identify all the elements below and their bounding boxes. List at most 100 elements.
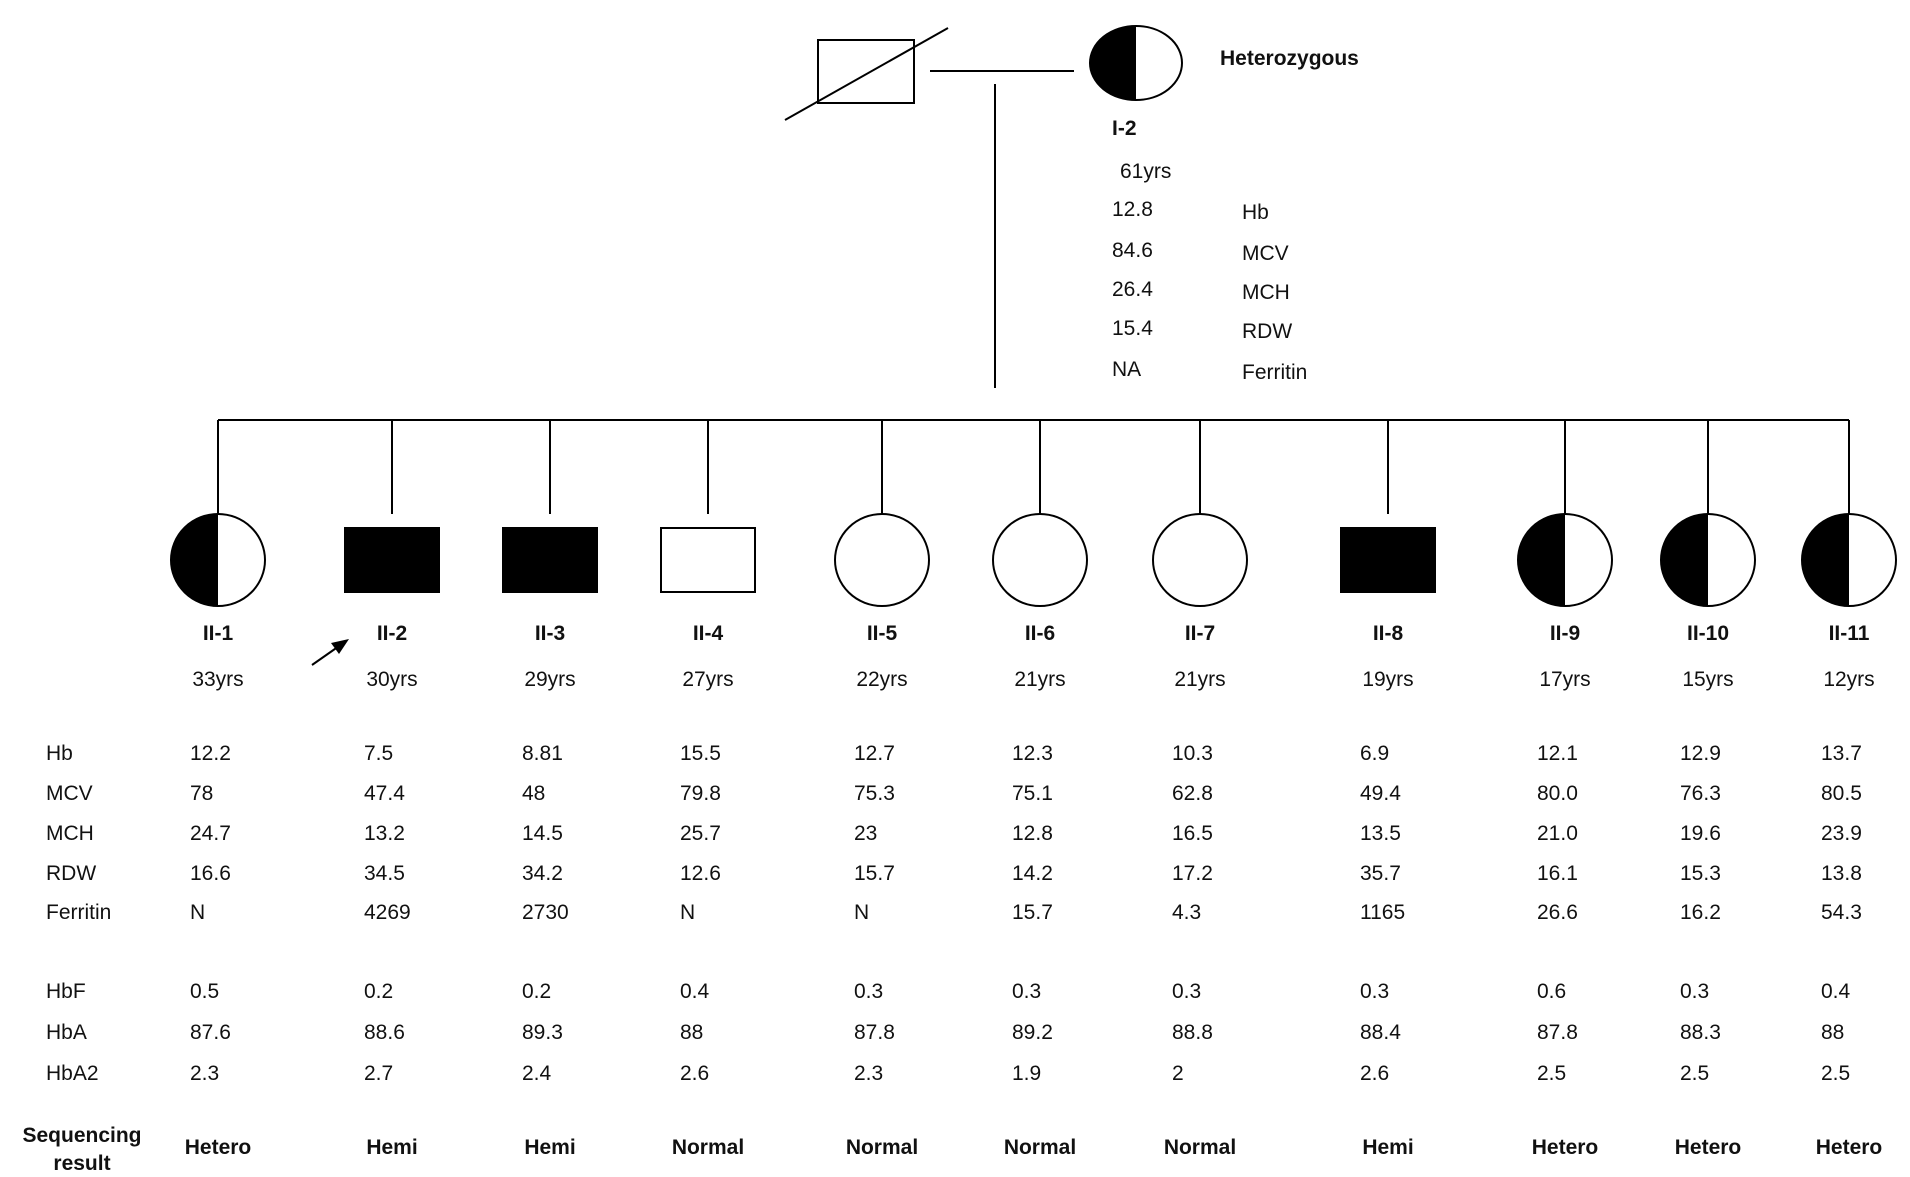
individual-id-ii-10: II-10 [1687,622,1729,645]
symbol-female-ii-6 [992,513,1088,607]
value-mcv-ii-1: 78 [190,782,213,805]
value-hba2-ii-7: 2 [1172,1062,1184,1085]
value-hba2-ii-5: 2.3 [854,1062,883,1085]
value-ferritin-ii-2: 4269 [364,901,411,924]
value-hba2-ii-9: 2.5 [1537,1062,1566,1085]
value-mch-ii-2: 13.2 [364,822,405,845]
symbol-female-ii-5 [834,513,930,607]
value-rdw-ii-6: 14.2 [1012,862,1053,885]
value-hba2-ii-2: 2.7 [364,1062,393,1085]
value-hbf-ii-2: 0.2 [364,980,393,1003]
value-hbf-ii-11: 0.4 [1821,980,1851,1003]
individual-id-ii-11: II-11 [1829,622,1870,645]
row-label-hba: HbA [46,1021,87,1044]
age-ii-2: 30yrs [366,668,417,691]
value-ferritin-ii-8: 1165 [1360,901,1405,924]
row-label-hb: Hb [46,742,73,765]
row-label-mch: MCH [46,822,94,845]
mother-value-ferritin: NA [1112,358,1141,381]
value-hba2-ii-11: 2.5 [1821,1062,1850,1085]
value-mcv-ii-9: 80.0 [1537,782,1578,805]
value-ferritin-ii-10: 16.2 [1680,901,1721,924]
mother-value-mcv: 84.6 [1112,239,1153,262]
value-ferritin-ii-5: N [854,901,869,924]
value-rdw-ii-3: 34.2 [522,862,563,885]
value-mch-ii-8: 13.5 [1360,822,1401,845]
mother-label-mch: MCH [1242,281,1290,304]
row-label-ferritin: Ferritin [46,901,111,924]
value-ferritin-ii-11: 54.3 [1821,901,1862,924]
value-hb-ii-1: 12.2 [190,742,231,765]
value-hbf-ii-5: 0.3 [854,980,883,1003]
value-hba2-ii-10: 2.5 [1680,1062,1709,1085]
individual-id-ii-7: II-7 [1185,622,1215,645]
symbol-male-ii-8 [1340,527,1436,593]
age-ii-4: 27yrs [682,668,733,691]
sequencing-result-ii-2: Hemi [366,1136,417,1159]
value-hb-ii-6: 12.3 [1012,742,1053,765]
age-ii-7: 21yrs [1174,668,1225,691]
value-hbf-ii-3: 0.2 [522,980,551,1003]
value-hbf-ii-1: 0.5 [190,980,219,1003]
value-hb-ii-7: 10.3 [1172,742,1213,765]
value-hba2-ii-4: 2.6 [680,1062,709,1085]
symbol-female-ii-10-fill [1661,514,1708,606]
sequencing-result-ii-11: Hetero [1816,1136,1883,1159]
individual-id-ii-6: II-6 [1025,622,1055,645]
symbol-male-ii-3 [502,527,598,593]
value-rdw-ii-5: 15.7 [854,862,895,885]
symbol-female-ii-11 [1801,513,1897,607]
value-hbf-ii-9: 0.6 [1537,980,1566,1003]
value-mcv-ii-3: 48 [522,782,545,805]
symbol-female-ii-9 [1517,513,1613,607]
value-rdw-ii-9: 16.1 [1537,862,1578,885]
value-mcv-ii-5: 75.3 [854,782,895,805]
age-ii-1: 33yrs [192,668,243,691]
symbol-female-ii-1 [170,513,266,607]
individual-id-ii-8: II-8 [1373,622,1404,645]
value-hb-ii-11: 13.7 [1821,742,1862,765]
mother-value-mch: 26.4 [1112,278,1153,301]
value-hba2-ii-1: 2.3 [190,1062,219,1085]
value-mch-ii-10: 19.6 [1680,822,1721,845]
sequencing-label-line2: result [53,1152,110,1175]
mother-value-rdw: 15.4 [1112,317,1153,340]
value-rdw-ii-10: 15.3 [1680,862,1721,885]
row-label-mcv: MCV [46,782,93,805]
individual-id-ii-9: II-9 [1550,622,1580,645]
value-ferritin-ii-3: 2730 [522,901,569,924]
individual-id-ii-2: II-2 [377,622,407,645]
value-hba2-ii-3: 2.4 [522,1062,552,1085]
value-hba-ii-11: 88 [1821,1021,1844,1044]
sequencing-result-ii-5: Normal [846,1136,918,1159]
value-hba-ii-6: 89.2 [1012,1021,1053,1044]
sequencing-result-ii-7: Normal [1164,1136,1236,1159]
value-mcv-ii-7: 62.8 [1172,782,1213,805]
deceased-slash [784,27,949,121]
symbol-female-ii-11-fill [1802,514,1849,606]
mother-label-hb: Hb [1242,201,1269,224]
value-mcv-ii-8: 49.4 [1360,782,1401,805]
value-ferritin-ii-9: 26.6 [1537,901,1578,924]
sequencing-result-ii-8: Hemi [1362,1136,1413,1159]
mother-age: 61yrs [1120,160,1171,183]
age-ii-11: 12yrs [1823,668,1874,691]
mother-circle [1089,25,1183,101]
mother-label-mcv: MCV [1242,242,1289,265]
symbol-male-ii-2 [344,527,440,593]
value-ferritin-ii-4: N [680,901,695,924]
value-hbf-ii-8: 0.3 [1360,980,1389,1003]
value-hba-ii-4: 88 [680,1021,703,1044]
value-hb-ii-4: 15.5 [680,742,721,765]
individual-id-ii-5: II-5 [867,622,898,645]
value-hb-ii-2: 7.5 [364,742,393,765]
value-hba-ii-3: 89.3 [522,1021,563,1044]
value-hba-ii-9: 87.8 [1537,1021,1578,1044]
age-ii-9: 17yrs [1539,668,1590,691]
individual-id-ii-1: II-1 [203,622,234,645]
age-ii-8: 19yrs [1362,668,1413,691]
value-mch-ii-7: 16.5 [1172,822,1213,845]
mother-label-rdw: RDW [1242,320,1292,343]
value-hba2-ii-8: 2.6 [1360,1062,1389,1085]
